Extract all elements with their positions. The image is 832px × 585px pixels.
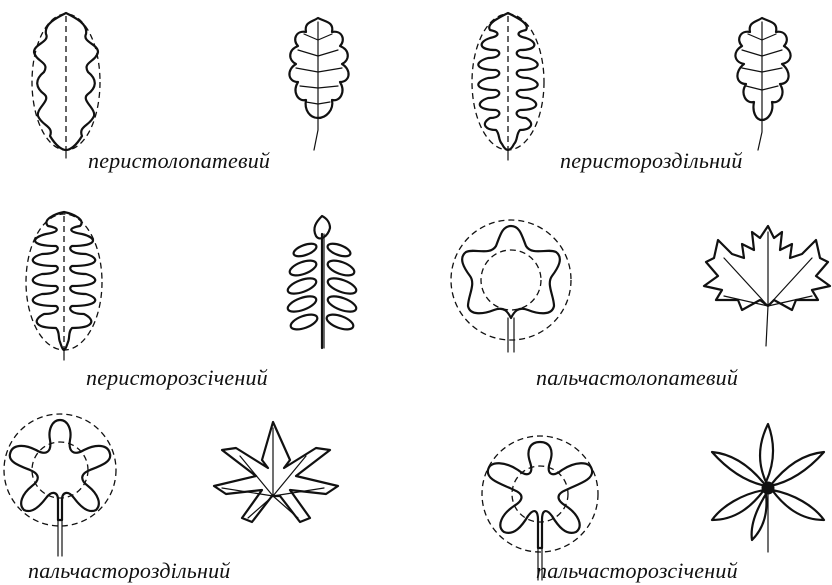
pinnately-lobed-leaf xyxy=(289,18,348,150)
caption-pinnately-parted: перистороздільний xyxy=(560,150,743,172)
caption-palmately-lobed: пальчастолопатевий xyxy=(536,367,738,389)
palmately-lobed-leaf xyxy=(704,226,830,346)
pinnately-dissected-schematic xyxy=(26,212,102,360)
palmately-dissected-leaf xyxy=(712,424,824,552)
pinnately-lobed-schematic xyxy=(32,13,100,158)
palmately-lobed-schematic xyxy=(451,220,571,352)
pinnately-dissected-leaf xyxy=(286,216,358,348)
caption-pinnately-lobed: перистолопатевий xyxy=(88,150,270,172)
caption-palmately-parted: пальчастороздільний xyxy=(28,560,230,582)
pinnately-parted-schematic xyxy=(472,13,544,160)
palmately-parted-schematic xyxy=(4,414,116,556)
palmately-parted-leaf xyxy=(214,422,338,522)
caption-pinnately-dissected: перисторозсічений xyxy=(86,367,268,389)
caption-palmately-dissected: пальчасторозсічений xyxy=(536,560,738,582)
pinnately-parted-leaf xyxy=(735,18,790,150)
